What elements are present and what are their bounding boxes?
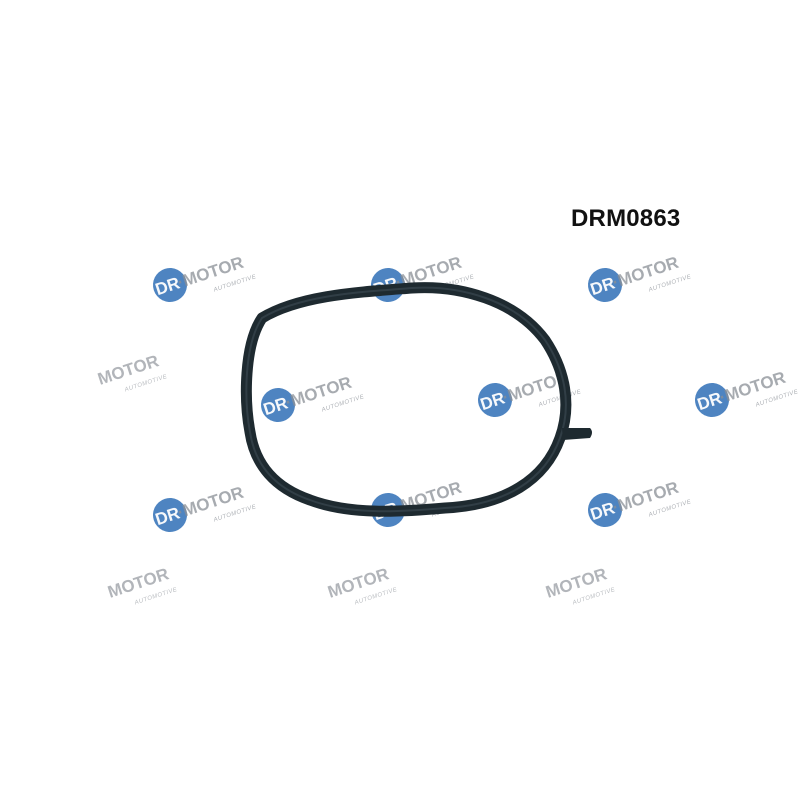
part-number-label: DRM0863 — [571, 205, 681, 232]
watermark-layer — [95, 242, 800, 614]
gasket-ring — [240, 282, 592, 517]
